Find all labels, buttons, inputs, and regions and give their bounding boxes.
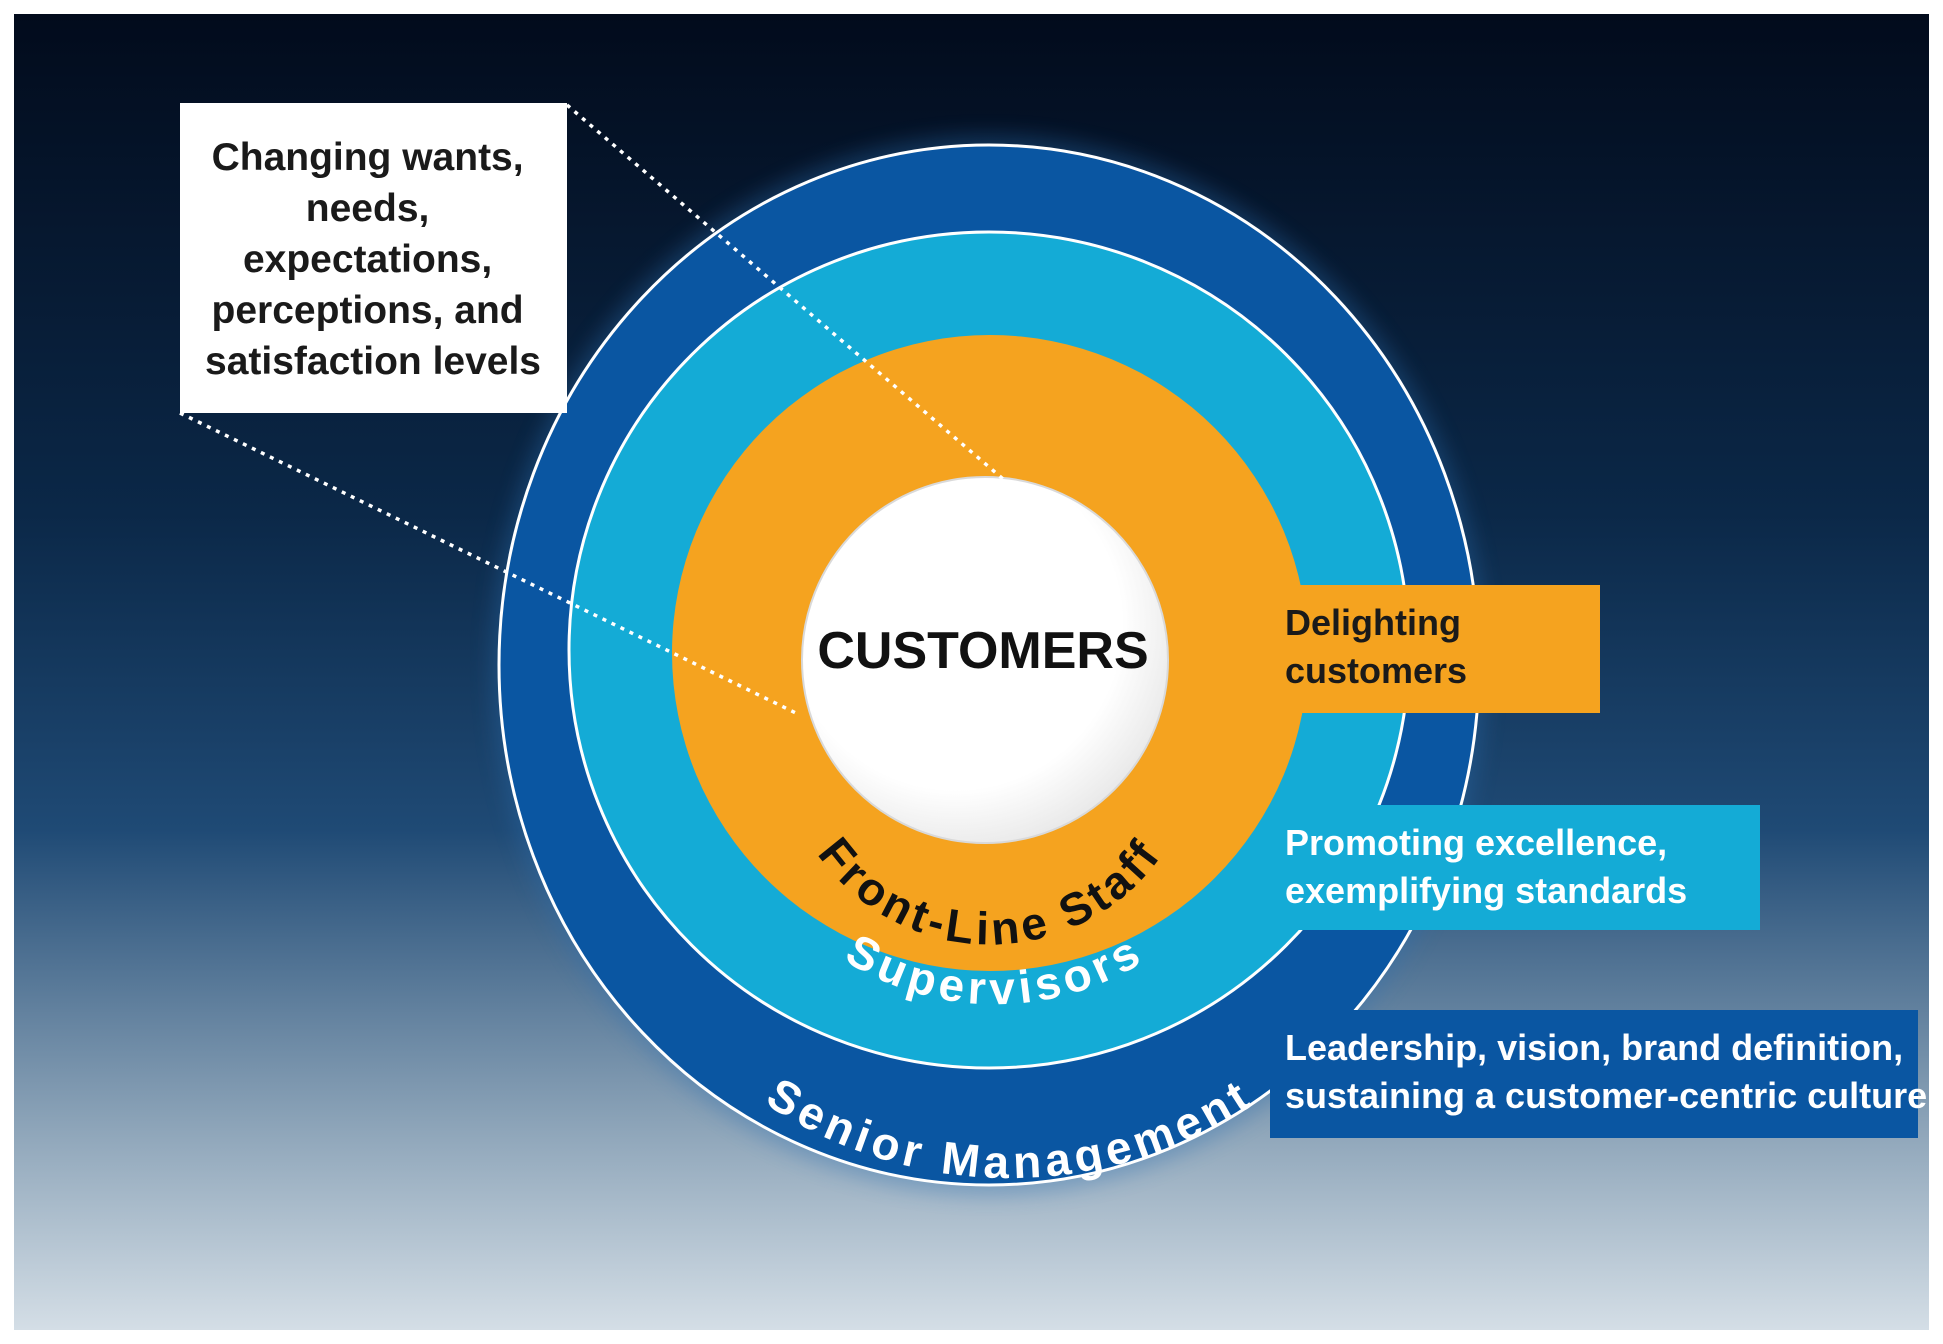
svg-text:Leadership, vision, brand defi: Leadership, vision, brand definition, su…: [1285, 1027, 1927, 1116]
svg-text:Changing wants, needs,: Changing wants, needs, expectations, per…: [205, 136, 541, 383]
callout-connectors: [179, 103, 1012, 717]
callout-line: expectations,: [243, 238, 492, 281]
callout-line: needs,: [306, 187, 430, 230]
side-label-line: Promoting excellence,: [1285, 822, 1667, 863]
customers-center: [801, 476, 1169, 844]
side-label-line: customers: [1285, 650, 1467, 691]
side-label-line: Delighting: [1285, 602, 1461, 643]
svg-text:Promoting excellence, ex: Promoting excellence, exemplifying stand…: [1285, 822, 1687, 911]
svg-text:Delighting customers: Delighting customers: [1285, 602, 1471, 691]
callout-box: Changing wants, needs, expectations, per…: [180, 103, 567, 413]
side-label-supervisors: Promoting excellence, exemplifying stand…: [1270, 805, 1760, 930]
callout-line: Changing wants,: [212, 136, 524, 179]
center-label: CUSTOMERS: [817, 622, 1148, 680]
side-label-line: Leadership, vision, brand definition,: [1285, 1027, 1903, 1068]
side-label-line: sustaining a customer-centric culture: [1285, 1075, 1927, 1116]
callout-line: perceptions, and: [212, 289, 524, 332]
side-label-senior-management: Leadership, vision, brand definition, su…: [1270, 1010, 1927, 1138]
side-label-line: exemplifying standards: [1285, 870, 1687, 911]
callout-line: satisfaction levels: [205, 340, 541, 383]
side-label-front-line: Delighting customers: [1270, 585, 1600, 713]
